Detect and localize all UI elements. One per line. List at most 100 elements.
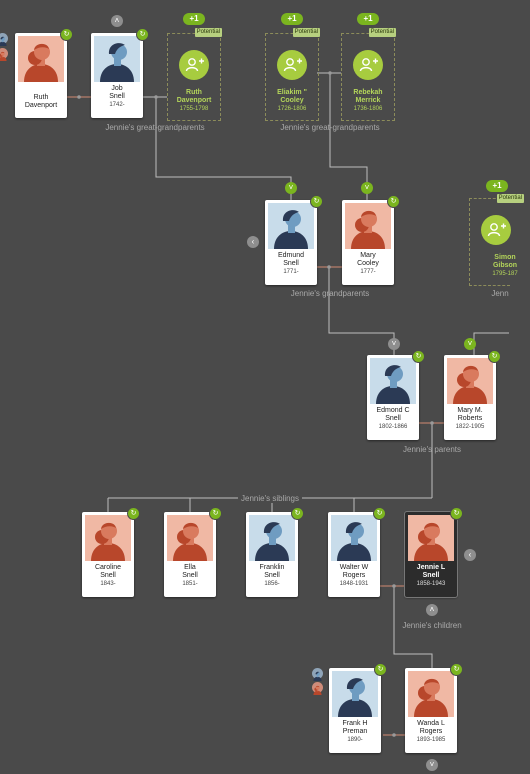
record-hint-icon[interactable]: ↻ [136, 28, 149, 41]
expand-down-button[interactable]: ˅ [426, 759, 438, 771]
group-label: Jennie's siblings [237, 494, 303, 503]
add-person-icon [277, 50, 307, 80]
female-avatar-icon [18, 36, 64, 82]
record-hint-icon[interactable]: ↻ [373, 507, 386, 520]
person-name: Jennie L Snell [416, 564, 446, 579]
person-name: Mary M. Roberts [457, 407, 483, 422]
potential-tag: Potential [496, 194, 524, 203]
male-avatar-icon [268, 203, 314, 249]
person-name: Mary Cooley [357, 252, 379, 267]
record-hint-icon[interactable]: ↻ [412, 350, 425, 363]
person-name: Ruth Davenport [24, 94, 58, 109]
group-label: Jennie's children [402, 621, 462, 630]
person-years: 1856- [264, 581, 280, 587]
expand-down-button[interactable]: ˅ [285, 182, 297, 194]
female-avatar-icon [167, 515, 213, 561]
collapsed-person-avatar[interactable] [0, 48, 8, 59]
collapsed-person-avatar[interactable] [0, 33, 8, 44]
female-avatar-icon [408, 671, 454, 717]
collapsed-person-avatar[interactable] [312, 682, 323, 693]
person-name: Walter W Rogers [339, 564, 369, 579]
potential-tag: Potential [194, 28, 222, 37]
add-person-icon [179, 50, 209, 80]
expand-down-button[interactable]: ˅ [464, 338, 476, 350]
person-years: 1851- [182, 581, 198, 587]
potential-count: +1 [357, 13, 379, 25]
record-hint-icon[interactable]: ↻ [488, 350, 501, 363]
person-name: Franklin Snell [259, 564, 285, 579]
expand-left-button[interactable]: ‹ [247, 236, 259, 248]
potential-parent-ruth-davenport[interactable]: +1 Potential Ruth Davenport 1755-1798 [167, 13, 222, 121]
male-avatar-icon [370, 358, 416, 404]
group-label: Jennie's great-grandparents [105, 123, 205, 132]
potential-parent-eliakim-cooley[interactable]: +1 Potential Eliakim " Cooley 1726-1806 [265, 13, 320, 121]
expand-down-button[interactable]: ˅ [388, 338, 400, 350]
potential-count: +1 [486, 180, 508, 192]
female-avatar-icon [447, 358, 493, 404]
potential-years: 1726-1806 [277, 106, 307, 112]
potential-name: Simon Gibson [492, 254, 518, 269]
record-hint-icon[interactable]: ↻ [450, 507, 463, 520]
potential-parent-simon-gibson[interactable]: +1 Potential Simon Gibson 1795-187 [469, 180, 524, 286]
add-person-icon [481, 215, 511, 245]
person-card-ruth-davenport[interactable]: Ruth Davenport [15, 33, 67, 118]
person-card-edmond-c-snell[interactable]: Edmond C Snell 1802-1866 [367, 355, 419, 440]
collapsed-person-avatar[interactable] [312, 668, 323, 679]
person-name: Ella Snell [182, 564, 198, 579]
male-avatar-icon [332, 671, 378, 717]
person-card-walter-w-rogers[interactable]: Walter W Rogers 1848-1931 [328, 512, 380, 597]
potential-name: Ruth Davenport [176, 89, 212, 104]
potential-tag: Potential [368, 28, 396, 37]
person-card-caroline-snell[interactable]: Caroline Snell 1843- [82, 512, 134, 597]
person-years: 1890- [347, 737, 363, 743]
person-card-wanda-l-rogers[interactable]: Wanda L Rogers 1893-1985 [405, 668, 457, 753]
person-name: Caroline Snell [94, 564, 122, 579]
expand-up-button[interactable]: ˄ [426, 604, 438, 616]
expand-up-button[interactable]: ˄ [111, 15, 123, 27]
person-years: 1848-1931 [339, 581, 369, 587]
person-years: 1742- [109, 102, 125, 108]
record-hint-icon[interactable]: ↻ [60, 28, 73, 41]
person-years: 1858-1943 [416, 581, 446, 587]
female-avatar-icon [345, 203, 391, 249]
record-hint-icon[interactable]: ↻ [450, 663, 463, 676]
person-years: 1822-1905 [455, 424, 485, 430]
male-avatar-icon [331, 515, 377, 561]
person-card-franklin-snell[interactable]: Franklin Snell 1856- [246, 512, 298, 597]
potential-years: 1736-1806 [353, 106, 383, 112]
potential-name: Eliakim " Cooley [277, 89, 307, 104]
person-name: Frank H Preman [342, 720, 368, 735]
record-hint-icon[interactable]: ↻ [310, 195, 323, 208]
group-label: Jennie's grandparents [290, 289, 370, 298]
record-hint-icon[interactable]: ↻ [387, 195, 400, 208]
potential-name: Rebekah Merrick [353, 89, 383, 104]
person-name: Wanda L Rogers [417, 720, 445, 735]
expand-left-button[interactable]: ‹ [464, 549, 476, 561]
person-name: Edmund Snell [277, 252, 305, 267]
record-hint-icon[interactable]: ↻ [127, 507, 140, 520]
tree-connector-lines [67, 71, 509, 737]
potential-count: +1 [281, 13, 303, 25]
group-label: Jenn [491, 289, 509, 298]
potential-tag: Potential [292, 28, 320, 37]
expand-down-button[interactable]: ˅ [361, 182, 373, 194]
person-card-jennie-l-snell[interactable]: Jennie L Snell 1858-1943 [404, 511, 458, 598]
person-years: 1843- [100, 581, 116, 587]
person-card-job-snell[interactable]: Job Snell 1742- [91, 33, 143, 118]
male-avatar-icon [94, 36, 140, 82]
person-card-mary-m-roberts[interactable]: Mary M. Roberts 1822-1905 [444, 355, 496, 440]
group-label: Jennie's great-grandparents [280, 123, 380, 132]
person-years: 1777- [360, 269, 376, 275]
potential-parent-rebekah-merrick[interactable]: +1 Potential Rebekah Merrick 1736-1806 [341, 13, 396, 121]
person-card-edmund-snell[interactable]: Edmund Snell 1771- [265, 200, 317, 285]
person-card-mary-cooley[interactable]: Mary Cooley 1777- [342, 200, 394, 285]
record-hint-icon[interactable]: ↻ [291, 507, 304, 520]
person-years: 1771- [283, 269, 299, 275]
record-hint-icon[interactable]: ↻ [374, 663, 387, 676]
add-person-icon [353, 50, 383, 80]
person-years: 1802-1866 [378, 424, 408, 430]
person-name: Edmond C Snell [376, 407, 410, 422]
record-hint-icon[interactable]: ↻ [209, 507, 222, 520]
person-card-frank-h-preman[interactable]: Frank H Preman 1890- [329, 668, 381, 753]
person-card-ella-snell[interactable]: Ella Snell 1851- [164, 512, 216, 597]
